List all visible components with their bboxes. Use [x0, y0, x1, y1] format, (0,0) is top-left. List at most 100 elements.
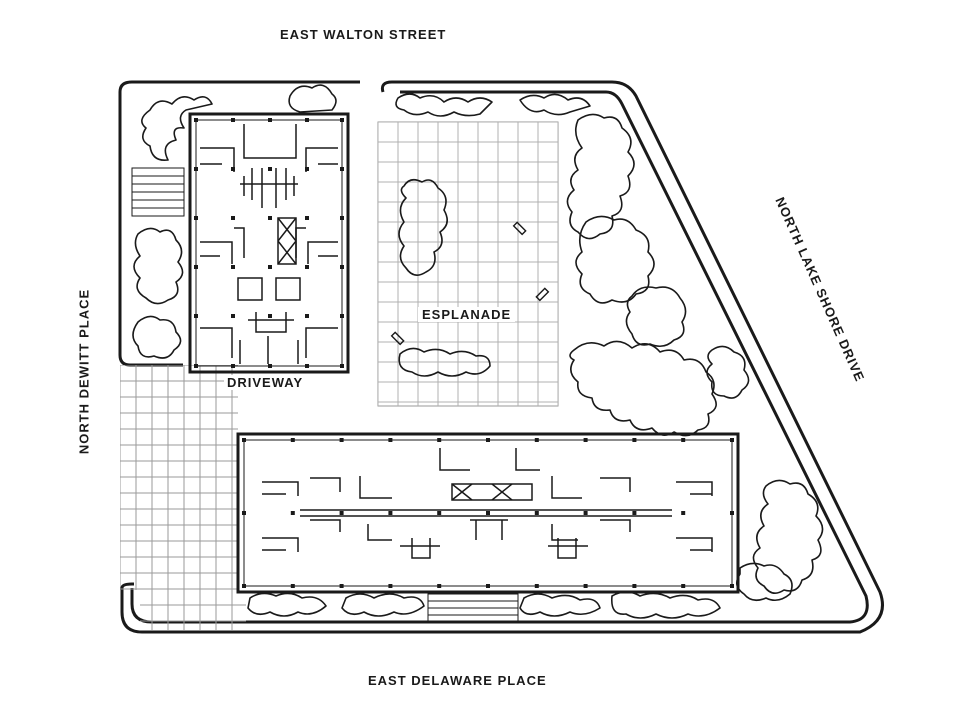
esplanade	[377, 121, 559, 407]
structural-column	[437, 511, 442, 515]
tree-cluster-southeast-2	[736, 562, 793, 602]
structural-column	[632, 438, 637, 442]
structural-column	[305, 216, 309, 220]
structural-column	[268, 216, 272, 220]
tree-cluster-north-row	[395, 93, 493, 117]
structural-column	[231, 265, 235, 269]
structural-column	[730, 584, 734, 588]
structural-column	[583, 584, 588, 588]
tree-cluster-esplanade-west	[398, 178, 448, 276]
street-label-south: EAST DELAWARE PLACE	[368, 673, 547, 688]
structural-column	[632, 511, 637, 515]
structural-column	[681, 584, 686, 588]
structural-column	[534, 584, 539, 588]
north-tower-columns	[194, 118, 344, 368]
street-label-west: NORTH DEWITT PLACE	[76, 288, 92, 455]
structural-column	[632, 584, 637, 588]
structural-column	[583, 438, 588, 442]
structural-column	[194, 167, 198, 171]
structural-column	[340, 118, 344, 122]
structural-column	[305, 364, 309, 368]
structural-column	[339, 584, 344, 588]
structural-column	[305, 118, 309, 122]
south-tower-partitions	[262, 448, 713, 559]
tree-cluster-south-1	[247, 592, 327, 617]
structural-column	[290, 511, 295, 515]
driveway-label: DRIVEWAY	[224, 375, 307, 390]
structural-column	[268, 118, 272, 122]
tree-cluster-southeast	[752, 479, 824, 594]
tree-cluster-north	[288, 84, 337, 113]
structural-column	[583, 511, 588, 515]
structural-column	[194, 216, 198, 220]
structural-column	[534, 511, 539, 515]
south-tower-columns	[242, 438, 734, 588]
structural-column	[681, 511, 686, 515]
structural-column	[339, 511, 344, 515]
structural-column	[340, 167, 344, 171]
structural-column	[194, 118, 198, 122]
tree-cluster-northeast	[519, 93, 591, 116]
structural-column	[268, 167, 272, 171]
esplanade-benches	[390, 221, 550, 346]
structural-column	[340, 216, 344, 220]
north-tower-partitions	[200, 124, 338, 364]
structural-column	[231, 167, 235, 171]
structural-column	[437, 584, 442, 588]
structural-column	[340, 314, 344, 318]
structural-column	[231, 216, 235, 220]
structural-column	[730, 511, 734, 515]
structural-column	[305, 167, 309, 171]
structural-column	[242, 511, 246, 515]
tree-cluster-east-3	[569, 340, 717, 437]
structural-column	[340, 265, 344, 269]
tree-cluster-east-1	[566, 113, 635, 240]
structural-column	[231, 314, 235, 318]
structural-column	[486, 511, 490, 515]
structural-column	[268, 364, 272, 368]
structural-column	[534, 438, 539, 442]
structural-column	[194, 364, 198, 368]
structural-column	[242, 438, 246, 442]
structural-column	[290, 438, 295, 442]
structural-column	[486, 438, 490, 442]
tree-cluster-east-4	[706, 345, 750, 399]
south-tower	[236, 432, 740, 594]
structural-column	[194, 265, 198, 269]
structural-column	[305, 265, 309, 269]
structural-column	[290, 584, 295, 588]
structural-column	[242, 584, 246, 588]
structural-column	[194, 314, 198, 318]
south-steps	[427, 593, 519, 623]
structural-column	[486, 584, 490, 588]
west-paving-grid	[120, 365, 246, 630]
tree-cluster-west-low	[132, 315, 182, 359]
tree-cluster-east-2	[575, 215, 655, 304]
structural-column	[268, 265, 272, 269]
tree-cluster-south-3	[519, 593, 601, 617]
structural-column	[231, 364, 235, 368]
north-tower	[188, 112, 350, 374]
tree-cluster-esplanade-south	[398, 347, 491, 377]
structural-column	[231, 118, 235, 122]
structural-column	[268, 314, 272, 318]
west-steps	[131, 167, 185, 217]
structural-column	[437, 438, 442, 442]
structural-column	[388, 584, 393, 588]
street-label-north: EAST WALTON STREET	[280, 27, 447, 42]
site-boundary	[118, 80, 884, 634]
tree-cluster-west	[133, 227, 184, 305]
structural-column	[305, 314, 309, 318]
tree-cluster-south-4	[610, 591, 721, 619]
structural-column	[730, 438, 734, 442]
tree-cluster-east-tree	[625, 286, 687, 348]
esplanade-paving-grid	[378, 122, 558, 406]
structural-column	[388, 511, 393, 515]
tree-cluster-south-2	[341, 593, 425, 617]
structural-column	[681, 438, 686, 442]
structural-column	[388, 438, 393, 442]
landscaping	[132, 84, 824, 619]
structural-column	[339, 438, 344, 442]
esplanade-label: ESPLANADE	[418, 307, 516, 322]
